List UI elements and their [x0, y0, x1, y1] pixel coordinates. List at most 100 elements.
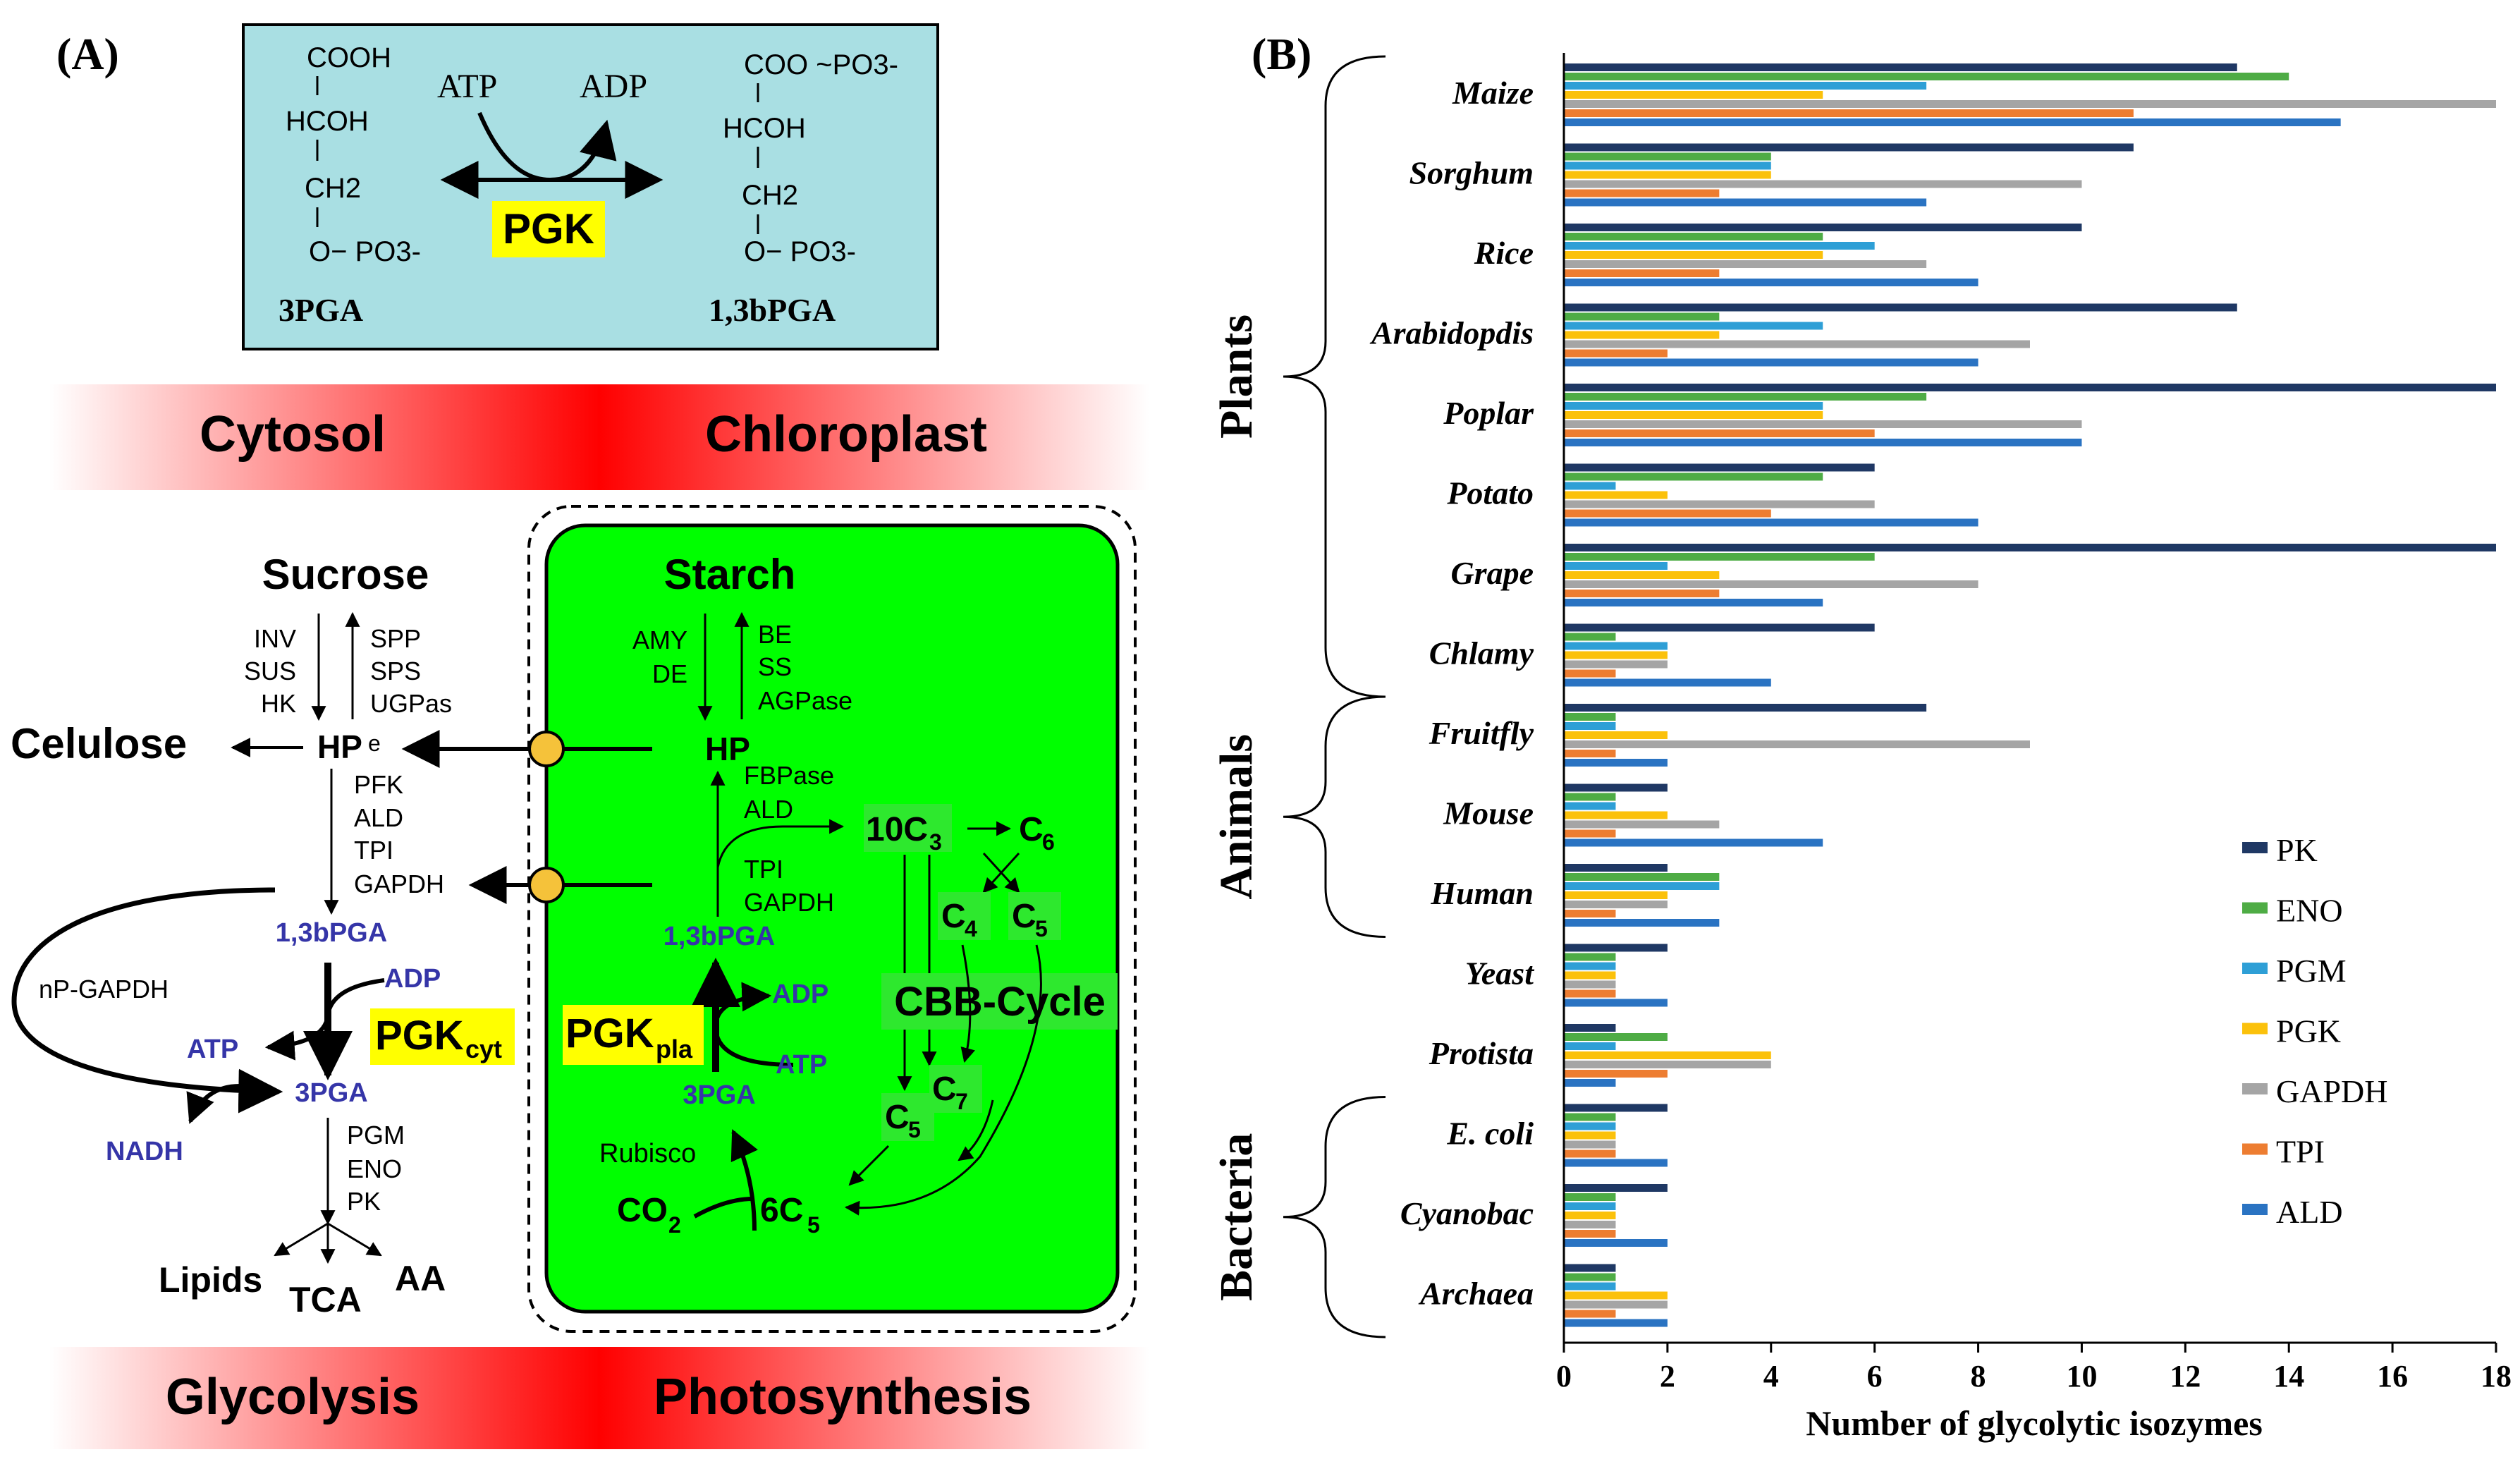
category-label: Mouse	[1443, 795, 1534, 831]
transporter-1	[528, 731, 565, 767]
c7-label: C	[932, 1070, 957, 1108]
category-label: Grape	[1450, 555, 1534, 591]
bar-grape-pgm	[1564, 562, 1668, 570]
bar-e-coli-pgk	[1564, 1131, 1616, 1140]
bar-e-coli-pgm	[1564, 1122, 1616, 1130]
bar-fruitfly-pgk	[1564, 731, 1668, 739]
starch-label: Starch	[664, 551, 796, 598]
bar-maize-ald	[1564, 118, 2341, 126]
legend-swatch	[2242, 1083, 2268, 1094]
c5a-highlight	[1008, 892, 1061, 940]
bar-fruitfly-ald	[1564, 759, 1668, 767]
legend-label: GAPDH	[2276, 1073, 2387, 1109]
lower-enzymes: PGM ENO PK	[347, 1121, 405, 1216]
bar-arabidopdis-eno	[1564, 312, 1720, 321]
enz-pfk: PFK	[354, 770, 403, 799]
bar-rice-pk	[1564, 224, 2082, 231]
formula-ch2-r: CH2	[742, 180, 798, 211]
formula-opo3-r: O− PO3-	[744, 236, 856, 267]
adp-label: ADP	[580, 68, 647, 105]
legend-label: PGM	[2276, 953, 2347, 989]
category-label: Fruitfly	[1429, 715, 1534, 751]
adp-cyt-label: ADP	[384, 964, 441, 994]
arrow-c5b-to-6c5	[848, 1145, 890, 1186]
bar-arabidopdis-pgm	[1564, 322, 1823, 330]
bar-maize-gapdh	[1564, 100, 2496, 108]
arrow-to-10c3	[716, 819, 845, 868]
legend-swatch	[2242, 1204, 2268, 1215]
bpga-cyt-label: 1,3bPGA	[276, 918, 387, 948]
hp-cyt-sub: e	[368, 731, 381, 756]
rubisco-label: Rubisco	[599, 1139, 696, 1169]
bar-potato-pgm	[1564, 482, 1616, 490]
x-axis-title: Number of glycolytic isozymes	[1806, 1403, 2263, 1443]
c5b-label: C	[885, 1099, 910, 1136]
enz-sps: SPS	[370, 657, 421, 685]
panel-a-diagram: (A) COOH HCOH CH2 O− PO3- COO ~PO3- HCOH…	[11, 23, 1149, 1449]
category-label: Archaea	[1418, 1276, 1534, 1312]
sucrose-label: Sucrose	[262, 551, 429, 598]
x-tick-label: 14	[2273, 1359, 2304, 1393]
glycolysis-label: Glycolysis	[166, 1369, 420, 1425]
bar-mouse-ald	[1564, 838, 1823, 847]
bar-mouse-pgm	[1564, 802, 1616, 810]
c5b-highlight	[881, 1093, 934, 1141]
bar-fruitfly-pgm	[1564, 722, 1616, 730]
enz-ald: ALD	[354, 803, 403, 832]
c7-sub: 7	[955, 1089, 968, 1114]
group-label: Plants	[1211, 315, 1262, 439]
bar-mouse-tpi	[1564, 829, 1616, 838]
cytosol-label: Cytosol	[200, 406, 386, 463]
nadh-arrow	[186, 1084, 240, 1124]
bar-cyanobac-pgm	[1564, 1202, 1616, 1210]
bar-maize-pgk	[1564, 91, 1823, 99]
bar-potato-eno	[1564, 472, 1823, 481]
legend-swatch	[2242, 1143, 2268, 1155]
bar-potato-tpi	[1564, 509, 1771, 518]
pgk-highlight	[492, 201, 605, 257]
category-label: Sorghum	[1409, 155, 1534, 191]
c6-label: C	[1019, 811, 1044, 848]
bar-human-gapdh	[1564, 901, 1668, 908]
enz-gapdh-chl: GAPDH	[744, 888, 834, 917]
legend-swatch	[2242, 842, 2268, 853]
category-label: Potato	[1446, 475, 1534, 511]
pgk-pla-sub: pla	[656, 1035, 693, 1063]
formula-cooh: COOH	[307, 42, 391, 73]
process-band-bottom	[49, 1347, 1149, 1449]
enz-hk: HK	[261, 689, 296, 718]
3pga-cyt-label: 3PGA	[295, 1078, 367, 1108]
bar-e-coli-tpi	[1564, 1149, 1616, 1158]
glycolysis-enzymes: PFK ALD TPI GAPDH	[354, 770, 444, 898]
lipids-label: Lipids	[159, 1260, 262, 1300]
bar-archaea-pk	[1564, 1264, 1616, 1272]
c4-label: C	[941, 898, 966, 935]
arrow-to-lipids	[274, 1222, 329, 1257]
bar-grape-gapdh	[1564, 580, 1978, 588]
x-tick-label: 0	[1556, 1359, 1572, 1393]
bar-mouse-pk	[1564, 783, 1668, 792]
cofactor-arc	[477, 111, 617, 183]
transporter-2	[528, 867, 565, 903]
bar-fruitfly-tpi	[1564, 750, 1616, 757]
enz-ugpas: UGPas	[370, 689, 452, 718]
c4-highlight	[938, 892, 991, 940]
enz-ss: SS	[758, 652, 792, 681]
group-brace	[1283, 1096, 1386, 1338]
pgk-cyt-highlight	[370, 1008, 515, 1065]
bar-archaea-pgm	[1564, 1282, 1616, 1291]
category-label: Protista	[1429, 1035, 1534, 1071]
bar-fruitfly-gapdh	[1564, 740, 2030, 748]
cbb-cycle-label: CBB-Cycle	[894, 979, 1106, 1025]
bar-protista-pgm	[1564, 1042, 1616, 1050]
legend-swatch	[2242, 963, 2268, 974]
enz-tpi-chl: TPI	[744, 855, 783, 884]
co2-sub: 2	[668, 1212, 681, 1238]
10c3-label: 10C	[866, 811, 928, 848]
bar-yeast-tpi	[1564, 989, 1616, 998]
bar-maize-eno	[1564, 73, 2289, 80]
bar-yeast-pgm	[1564, 962, 1616, 970]
bar-protista-pgk	[1564, 1051, 1771, 1059]
bar-poplar-gapdh	[1564, 420, 2082, 428]
